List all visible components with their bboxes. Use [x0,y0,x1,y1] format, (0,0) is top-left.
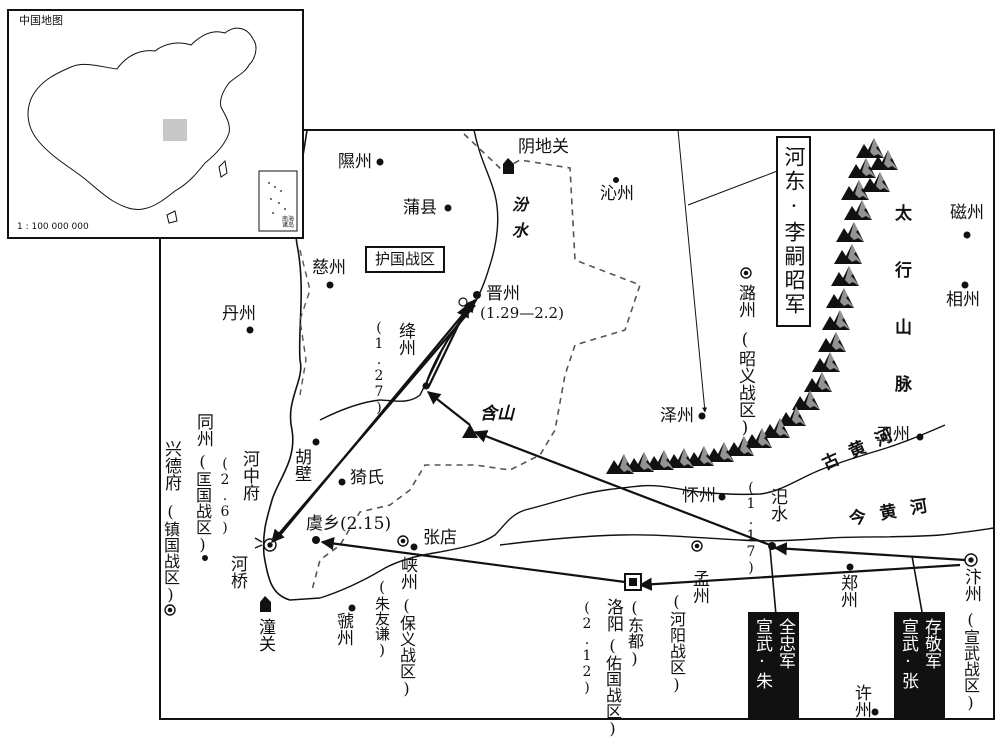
campaign-arrows [271,298,966,616]
arrow-hezhong-to-jinzhou [279,298,476,536]
arrow-jinzhou-loop [423,304,473,389]
label-bianzhou: 汴州 [961,568,981,602]
label-xingdefu: 兴德府 [161,440,181,491]
label-mengzhou-zone: (河阳战区) [667,592,686,694]
label-hezhongfu: 河中府 [239,450,259,501]
inset-scale: 1 : 100 000 000 [17,222,89,232]
inset-south-sea: 南海诸岛 [282,216,295,229]
yellow-river-south [319,424,946,599]
inset-title: 中国地图 [19,14,63,27]
china-outline [27,27,298,232]
zone-seat-symbols [164,267,978,616]
northwest-boundary [299,249,311,396]
jinzhou-ring [458,297,468,307]
label-hanshan: 含山 [480,404,514,424]
modern-yellow-river [499,527,995,546]
label-zezhou: 泽州 [660,406,694,426]
army-xuanwu-zhang: 宣武·张 存敬军 [894,612,945,720]
hedong-leader-1 [677,129,708,413]
label-danzhou: 丹州 [222,304,256,324]
label-zhengzhou: 郑州 [837,574,857,608]
hequao-bridge [254,537,263,549]
army-xuanwu-zhang-line2: 存敬军 [921,618,941,669]
army-xuanwu-zhang-line1: 宣武·张 [898,618,918,689]
label-sishui: 汜水 [767,488,787,522]
huguo-boundary [311,133,642,591]
label-mengzhou: 孟州 [689,570,709,604]
label-taihang: 太行山脉 [891,204,911,432]
label-xiazhou: 峡州 [397,556,417,590]
fort-symbols [260,158,642,612]
label-weizhou: 卫州 [876,425,910,445]
label-luoyang-note: (东都) [625,598,644,668]
label-luzhou-zone: (昭义战区) [735,330,755,438]
arrow-army-zhang [911,555,923,613]
army-xuanwu-zhu-line1: 宣武·朱 [752,618,772,689]
label-puxian: 蒲县 [403,198,437,218]
army-hedong: 河东·李嗣昭军 [776,136,811,327]
arrow-sishui-to-hanshan [473,430,771,547]
label-xiangzhou: 相州 [946,290,980,310]
label-luoyang-date: (2.12) [579,600,595,696]
label-heqiao: 河桥 [227,555,247,589]
label-tongguan: 潼关 [255,618,275,652]
label-cizhou-east: 磁州 [950,203,984,223]
label-tongzhou: 同州 [193,413,213,447]
region-huguo: 护国战区 [365,246,446,273]
arrow-hanshan-to-jiangzhou [426,391,471,426]
arrow-bianzhou-to-sishui [773,542,966,562]
settlement-dots [202,158,971,716]
label-xingdefu-zone: (镇国战区) [161,502,180,604]
label-xuzhou: 许州 [851,684,871,718]
label-xiazhou-note: (朱友谦) [373,578,391,659]
label-xizhou: 隰州 [338,152,372,172]
hedong-leader-2 [687,169,781,206]
fen-river [319,129,499,421]
label-xiazhou-zone: (保义战区) [397,596,416,698]
label-zhangdian: 张店 [423,528,457,548]
arrow-luoyang-to-yuxiang [320,537,626,584]
map-frame [159,129,995,720]
hanshan-triangle [462,424,478,438]
label-jinzhou: 晋州 [486,284,520,304]
arrow-army-zhu [769,547,777,616]
label-bianzhou-zone: (宣武战区) [961,610,980,712]
label-hezhongfu-date: (2.6) [217,456,233,536]
label-tongzhou-zone: (匡国战区) [193,452,212,554]
label-guozhou: 虢州 [333,612,353,646]
label-jiangzhou: 绛州 [395,322,415,356]
label-huaizhou: 怀州 [682,486,716,506]
label-qinzhou: 沁州 [600,184,634,204]
label-sishui-date: (1.17) [743,480,759,576]
label-luoyang: 洛阳 [603,598,623,632]
army-xuanwu-zhu-line2: 全忠军 [775,618,795,669]
inset-map: 中国地图 1 : 100 000 000 南海诸岛 [7,9,304,239]
arrow-bianzhou-to-luoyang [638,563,961,591]
label-luoyang-zone: (佑国战区) [603,636,622,738]
label-jiangzhou-date: (1.27) [371,320,387,416]
label-yuxiang: 虞乡(2.15) [306,514,392,534]
label-fen-river: 汾水 [509,196,528,248]
label-jinzhou-date: (1.29—2.2) [480,304,564,322]
label-yindiguan: 阴地关 [518,137,569,157]
army-xuanwu-zhu: 宣武·朱 全忠军 [748,612,799,720]
label-luzhou: 潞州 [735,284,755,318]
label-cizhou-north: 慈州 [312,258,346,278]
label-yishi: 猗氏 [350,468,384,488]
label-hubi: 胡壁 [291,448,311,482]
